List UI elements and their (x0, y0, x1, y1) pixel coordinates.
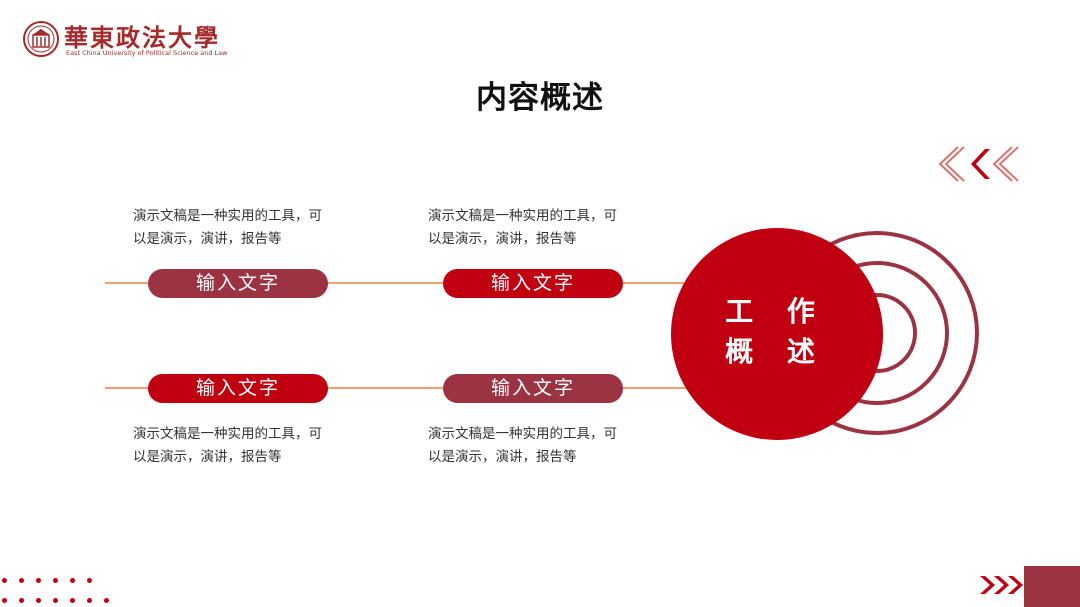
chevron-right-icon (980, 576, 1023, 594)
connector-line-top (105, 282, 705, 284)
center-circle (671, 228, 883, 440)
logo-name-cn: 華東政法大學 (64, 23, 220, 52)
page-title: 内容概述 (476, 80, 604, 116)
item-description: 演示文稿是一种实用的工具，可 以是演示，演讲，报告等 (428, 426, 617, 465)
item-label-pill: 输入文字 (443, 269, 623, 298)
item-label-pill: 输入文字 (443, 374, 623, 403)
university-logo: 華東政法大學 East China University of Politica… (22, 18, 227, 62)
chevron-left-icon (938, 146, 1019, 182)
item-label-pill: 输入文字 (148, 269, 328, 298)
logo-name-en: East China University of Political Scien… (66, 49, 228, 57)
school-emblem-icon (23, 21, 59, 57)
item-description: 演示文稿是一种实用的工具，可 以是演示，演讲，报告等 (428, 208, 617, 247)
center-title: 工 作 概 述 (725, 295, 827, 368)
connector-line-bottom (105, 387, 705, 389)
item-description: 演示文稿是一种实用的工具，可 以是演示，演讲，报告等 (133, 208, 322, 247)
corner-block (1024, 566, 1080, 607)
item-description: 演示文稿是一种实用的工具，可 以是演示，演讲，报告等 (133, 426, 322, 465)
item-label-pill: 输入文字 (148, 374, 328, 403)
